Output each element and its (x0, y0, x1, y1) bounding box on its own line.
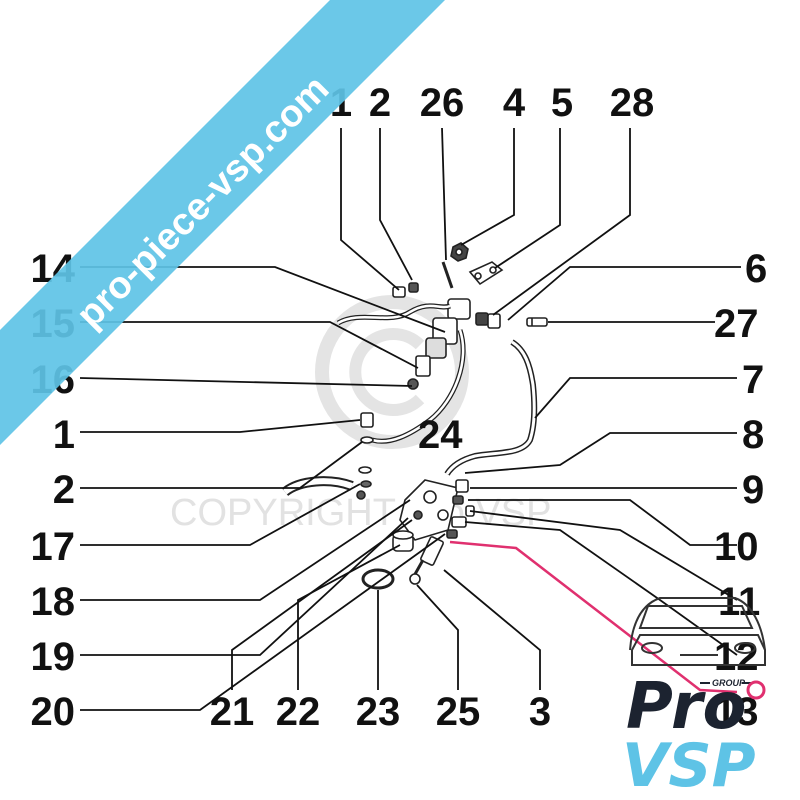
callout-number: 5 (551, 81, 573, 125)
pump-body-part (399, 479, 475, 541)
callouts-right: 6 27 7 8 9 10 11 12 13 (714, 247, 767, 734)
injection-pipe-part (444, 339, 538, 476)
union-fitting-part (475, 312, 501, 329)
callout-number: 21 (210, 690, 255, 734)
callout-number: 11 (718, 580, 760, 624)
callout-number: 7 (742, 358, 764, 402)
bolt-part (392, 282, 419, 298)
callout-number: 23 (356, 690, 401, 734)
logo-group-tag: GROUP (712, 678, 746, 688)
callout-number: 9 (742, 468, 764, 512)
callout-number: 20 (31, 690, 76, 734)
logo-vsp-text: VSP (622, 731, 756, 800)
injector-part (407, 298, 471, 390)
clamp-plate-part (468, 261, 504, 286)
car-icon (629, 597, 766, 666)
callout-number: 6 (745, 247, 767, 291)
callout-number: 28 (610, 81, 655, 125)
callout-number-center: 24 (418, 413, 463, 457)
callout-number: 22 (276, 690, 321, 734)
callouts-top: 1 2 26 4 5 28 (330, 81, 654, 125)
banjo-bolt-part (358, 412, 374, 488)
callout-number: 19 (31, 635, 76, 679)
nut-part (450, 242, 469, 262)
callout-number: 4 (503, 81, 526, 125)
callout-number: 10 (714, 525, 759, 569)
piston-part (412, 536, 444, 577)
pin-part (441, 261, 457, 289)
callout-number: 3 (529, 690, 551, 734)
screw-27-part (526, 317, 548, 327)
washer-part (409, 573, 421, 585)
website-banner: pro-piece-vsp.com (0, 0, 445, 445)
callout-number: 27 (714, 302, 759, 346)
location-pin-icon (746, 680, 766, 700)
callout-number: 25 (436, 690, 481, 734)
callout-number: 1 (53, 413, 75, 457)
fuel-hose-part (281, 476, 354, 497)
banner-text: pro-piece-vsp.com (69, 68, 338, 337)
return-hose-part (336, 303, 466, 444)
o-ring-part (361, 568, 395, 590)
parts-drawing (281, 242, 548, 590)
callout-number: 12 (714, 635, 759, 679)
callouts-bottom: 21 22 23 25 3 (210, 690, 551, 734)
callout-number: 2 (53, 468, 75, 512)
callout-number: 2 (369, 81, 391, 125)
callout-number: 18 (31, 580, 76, 624)
callout-number: 8 (742, 413, 764, 457)
leader-lines (79, 127, 741, 711)
logo-pro-text: Pro (626, 670, 746, 744)
pro-vsp-logo: GROUP Pro VSP (622, 597, 766, 800)
callout-number: 26 (420, 81, 465, 125)
callout-number: 17 (31, 525, 76, 569)
highlighted-leader-13 (449, 540, 738, 694)
